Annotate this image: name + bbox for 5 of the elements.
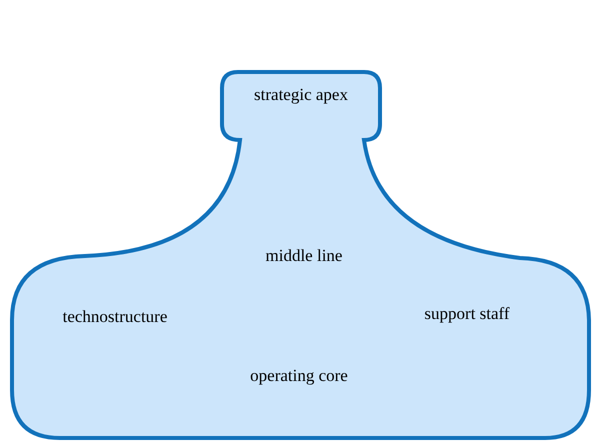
part-label: strategic apex [254,85,348,105]
part-label: operating core [250,366,348,386]
part-label: middle line [266,246,342,266]
part-label: technostructure [62,307,168,327]
part-label: support staff [424,304,510,324]
